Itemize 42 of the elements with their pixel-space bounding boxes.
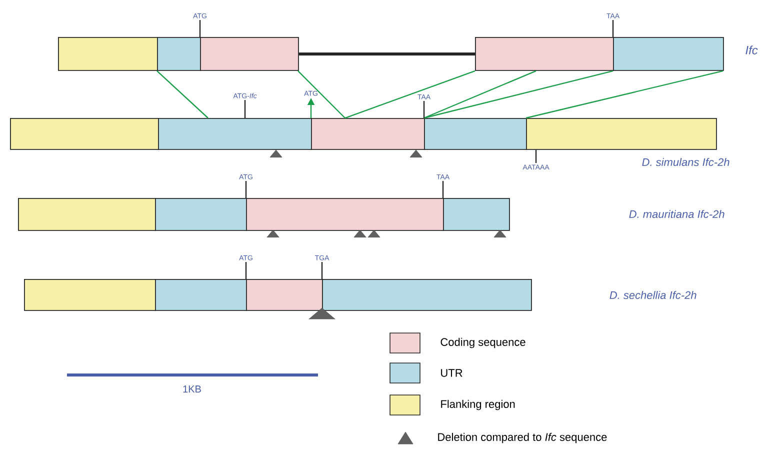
gene-segment	[424, 118, 527, 150]
gene-segment	[322, 279, 532, 311]
gene-segment	[155, 198, 247, 231]
tick-mark	[244, 100, 246, 118]
legend-text: UTR	[441, 369, 462, 377]
gene-segment	[158, 118, 312, 150]
gene-segment	[613, 37, 724, 71]
connector-line	[344, 70, 476, 119]
tick-mark	[199, 20, 201, 37]
tick-mark	[442, 181, 444, 198]
gene-segment	[311, 118, 425, 150]
gene-segment	[58, 37, 158, 71]
gene-segment	[200, 37, 299, 71]
connector-line	[156, 70, 208, 118]
connector-line	[526, 70, 724, 119]
tick-mark	[245, 181, 247, 198]
gene-segment	[443, 198, 510, 231]
species-label: D. sechellia Ifc-2h	[610, 290, 696, 300]
tick-mark	[245, 262, 247, 279]
connector-line	[424, 70, 536, 119]
gene-segment	[24, 279, 156, 311]
connector-line	[298, 70, 346, 118]
intron-line	[298, 52, 475, 56]
gene-segment	[246, 198, 444, 231]
tick-mark	[321, 262, 323, 279]
tick-mark	[612, 20, 614, 37]
legend-text: Coding sequence	[440, 338, 526, 348]
gene-segment	[155, 279, 247, 311]
gene-name: Ifc	[746, 46, 758, 54]
gene-segment	[18, 198, 156, 231]
tick-mark	[423, 101, 425, 118]
gene-segment	[246, 279, 323, 311]
gene-segment	[475, 37, 614, 71]
scale-label: 1KB	[183, 386, 201, 392]
gene-segment	[10, 118, 159, 150]
species-label: D. mauritiana Ifc-2h	[629, 210, 724, 218]
legend-text: Deletion compared to Ifc sequence	[438, 432, 607, 444]
gene-segment	[157, 37, 201, 71]
tick-mark	[535, 150, 537, 163]
legend-text: Flanking region	[441, 400, 515, 410]
connector-line	[424, 70, 614, 119]
gene-segment	[526, 118, 717, 150]
